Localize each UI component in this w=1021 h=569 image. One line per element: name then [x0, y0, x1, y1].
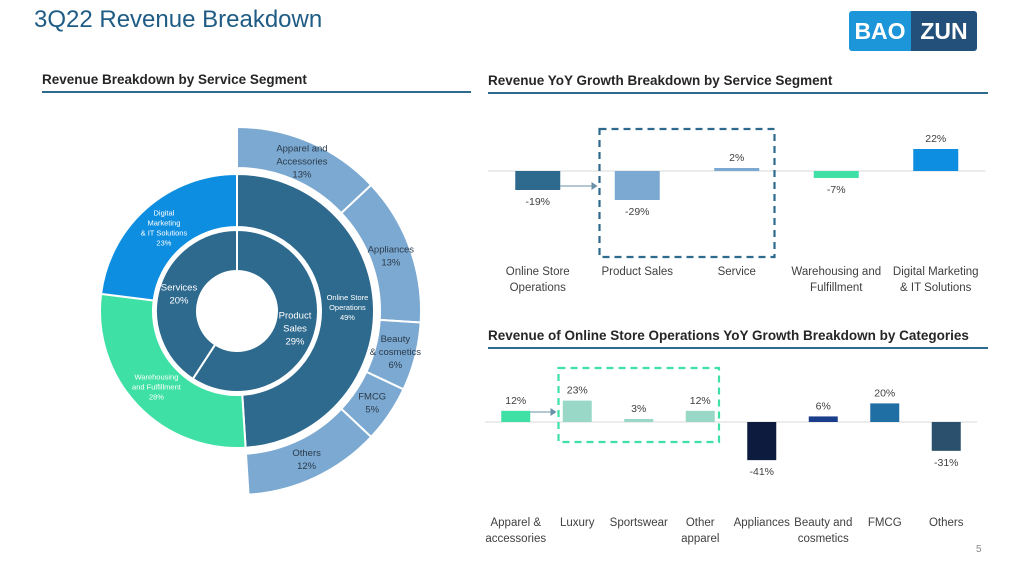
bar-product-sales [614, 171, 660, 200]
donut-slice-digital-marketing-it-solutions [99, 172, 238, 302]
category-label-luxury: Luxury [560, 517, 595, 529]
category-label-sportswear: Sportswear [610, 517, 668, 529]
category-label-digital-marketing-it-solutions: Digital Marketing& IT Solutions [893, 266, 979, 294]
bar-luxury [562, 400, 592, 422]
bar-value-label-other-apparel: 12% [690, 395, 711, 407]
donut-slice-warehousing-and-fulfillment [99, 292, 247, 449]
category-label-fmcg: FMCG [868, 517, 902, 529]
category-growth-bar-chart: 12% Apparel &accessories 23% Luxury 3% Sports… [485, 366, 977, 545]
donut-section-title: Revenue Breakdown by Service Segment [42, 72, 307, 87]
bar-appliances [747, 422, 777, 461]
bar-value-label-appliances: -41% [749, 466, 774, 478]
bar-fmcg [870, 403, 900, 422]
bar-value-label-digital-marketing-it-solutions: 22% [925, 133, 946, 145]
baozun-logo: BAO ZUN [849, 11, 977, 51]
bar-value-label-apparel-accessories: 12% [505, 395, 526, 407]
bar-value-label-warehousing-and-fulfillment: -7% [827, 184, 846, 196]
bar-value-label-fmcg: 20% [874, 387, 895, 399]
highlight-arrow-icon [591, 182, 598, 190]
page-title: 3Q22 Revenue Breakdown [34, 6, 323, 33]
bar-warehousing-and-fulfillment [813, 171, 859, 178]
bar-beauty-and-cosmetics [808, 416, 838, 422]
highlight-dashed-box [557, 366, 721, 444]
service-growth-section-title: Revenue YoY Growth Breakdown by Service … [488, 73, 833, 88]
highlight-dashed-box [598, 127, 776, 259]
donut-slice-others [244, 407, 373, 496]
bar-value-label-product-sales: -29% [625, 206, 650, 218]
category-growth-section-rule [488, 347, 988, 349]
category-label-product-sales: Product Sales [601, 266, 673, 278]
bar-apparel-accessories [501, 410, 531, 422]
highlight-arrow-icon [550, 408, 557, 416]
logo-left-text: BAO [849, 11, 911, 51]
category-label-apparel-accessories: Apparel &accessories [485, 517, 546, 545]
bar-value-label-beauty-and-cosmetics: 6% [816, 400, 831, 412]
page-number: 5 [976, 544, 982, 555]
bar-sportswear [624, 419, 654, 422]
bar-digital-marketing-it-solutions [913, 149, 959, 171]
bar-value-label-online-store-operations: -19% [525, 196, 550, 208]
category-label-others: Others [929, 517, 964, 529]
bar-value-label-service: 2% [729, 152, 744, 164]
bar-others [931, 422, 961, 451]
bar-value-label-sportswear: 3% [631, 403, 646, 415]
donut-slice-services [155, 228, 238, 381]
bar-value-label-luxury: 23% [567, 385, 588, 397]
category-label-appliances: Appliances [734, 517, 791, 529]
bar-online-store-operations [515, 171, 561, 190]
donut-slice-online-store-operations [236, 172, 375, 449]
donut-slice-product-sales [191, 228, 319, 393]
bar-service [714, 168, 760, 171]
logo-right-text: ZUN [911, 11, 977, 51]
category-label-service: Service [718, 266, 756, 278]
bar-value-label-others: -31% [934, 457, 959, 469]
bar-other-apparel [685, 410, 715, 422]
donut-section-rule [42, 91, 471, 93]
service-growth-section-rule [488, 92, 988, 94]
category-growth-section-title: Revenue of Online Store Operations YoY G… [488, 328, 969, 343]
